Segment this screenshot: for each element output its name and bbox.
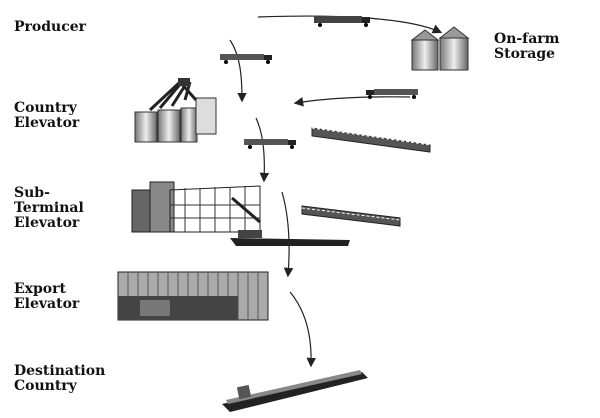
country-elevator-icon bbox=[134, 78, 217, 143]
country-text: Country bbox=[14, 100, 77, 116]
storage-text: Storage bbox=[494, 46, 556, 62]
train-icon bbox=[311, 127, 431, 153]
country-text: Country bbox=[14, 378, 77, 394]
elevator-text: Elevator bbox=[14, 115, 80, 131]
elevator-text: Elevator bbox=[14, 296, 80, 312]
sub-text: Sub- bbox=[14, 185, 50, 201]
train-icon bbox=[301, 205, 401, 227]
truck-icon bbox=[366, 89, 418, 99]
destination-text: Destination bbox=[14, 363, 106, 379]
arrow-export-to-destination bbox=[289, 291, 317, 368]
label-producer: Producer bbox=[14, 20, 86, 35]
producer-text: Producer bbox=[14, 19, 87, 35]
truck-icon bbox=[220, 54, 272, 64]
export-elevator-icon bbox=[117, 271, 269, 321]
sub-terminal-elevator-icon bbox=[131, 181, 261, 233]
on-farm-text: On-farm bbox=[494, 31, 560, 47]
truck-icon bbox=[314, 16, 370, 27]
ship-icon bbox=[222, 369, 368, 412]
elevator-text: Elevator bbox=[14, 215, 80, 231]
truck-icon bbox=[244, 139, 296, 149]
export-text: Export bbox=[14, 281, 66, 297]
barge-icon bbox=[230, 230, 350, 246]
arrow-subterminal-to-export bbox=[281, 191, 294, 278]
terminal-text: Terminal bbox=[14, 200, 84, 216]
arrow-producer-to-country bbox=[229, 39, 247, 103]
arrow-country-to-subterminal bbox=[255, 117, 270, 183]
arrow-storage-to-country bbox=[293, 96, 411, 107]
on-farm-silo-icon bbox=[410, 26, 470, 71]
